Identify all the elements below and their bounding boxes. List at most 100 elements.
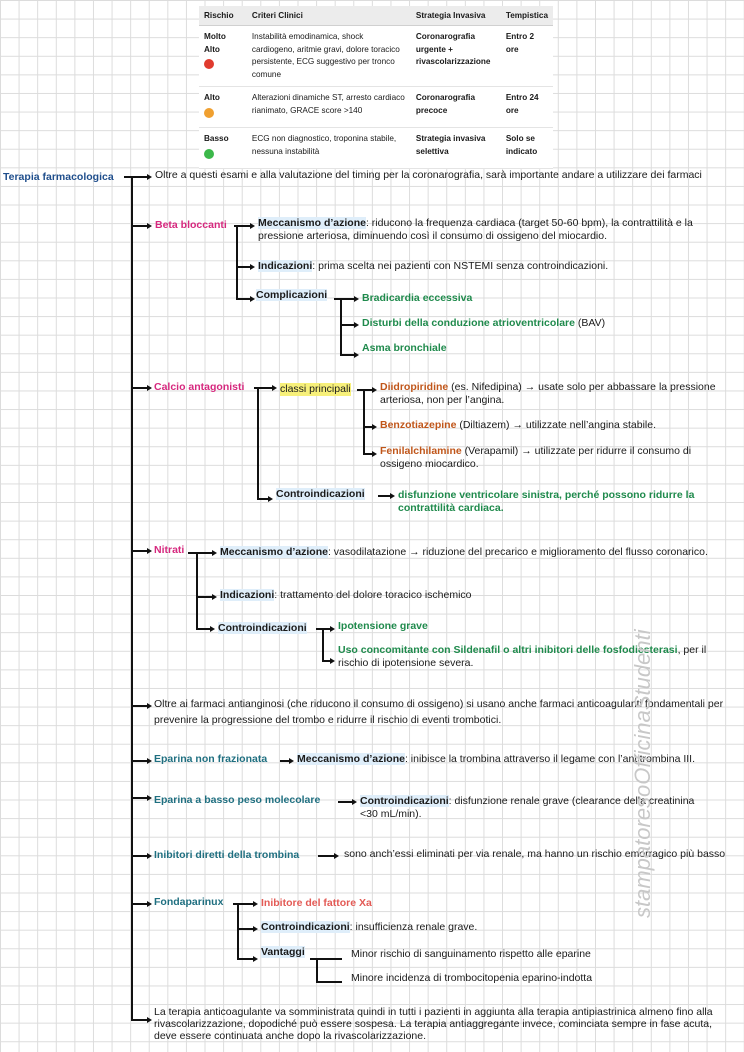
arrow-icon	[352, 798, 357, 805]
connector	[340, 298, 354, 300]
risk-level: Alto	[204, 93, 220, 102]
connector	[131, 550, 147, 552]
arrow-icon	[253, 955, 258, 962]
fonda-vant-label: Vantaggi	[261, 946, 305, 958]
beta-ind: Indicazioni: prima scelta nei pazienti c…	[258, 260, 728, 273]
connector	[340, 354, 354, 356]
eparina-nf-mech-label: Meccanismo d’azione	[297, 753, 405, 765]
connector	[310, 958, 316, 960]
eparina-nf-mech-text: : inibisce la trombina attraverso il leg…	[404, 753, 696, 765]
eparina-bpm-contra-label: Controindicazioni	[360, 795, 449, 807]
connector	[254, 387, 272, 389]
arrow-icon	[372, 386, 377, 393]
intro-text: Oltre a questi esami e alla valutazione …	[155, 169, 702, 181]
fonda-contra: Controindicazioni: insufficienza renale …	[261, 921, 661, 934]
anticoag-intro: Oltre ai farmaci antianginosi (che riduc…	[154, 698, 724, 726]
strategy-cell: Coronarografia precoce	[410, 86, 501, 128]
arrow-icon	[147, 222, 152, 229]
col-header: Tempistica	[500, 6, 553, 26]
root-title: Terapia farmacologica	[3, 171, 114, 183]
beta-comp-2-label: Disturbi della conduzione atrioventricol…	[362, 317, 575, 329]
connector	[233, 903, 238, 905]
connector	[196, 628, 210, 630]
inibitori-text: sono anch’essi eliminati per via renale,…	[344, 848, 726, 860]
connector	[316, 958, 342, 960]
connector	[237, 903, 253, 905]
branch-line	[257, 387, 259, 498]
risk-table: Rischio Criteri Clinici Strategia Invasi…	[199, 6, 553, 169]
connector	[124, 176, 132, 178]
arrow-icon	[147, 547, 152, 554]
watermark: stampatoresoOfficinaStudenti	[630, 629, 655, 918]
connector	[316, 628, 322, 630]
connector	[280, 760, 289, 762]
arrow-icon	[253, 925, 258, 932]
connector	[340, 324, 354, 326]
connector	[131, 705, 147, 707]
calcio-class-2-text: (Diltiazem) → utilizzate nell’angina sta…	[456, 419, 657, 431]
connector	[131, 176, 147, 178]
arrow-icon	[272, 384, 277, 391]
connector	[257, 498, 268, 500]
timing-cell: Solo se indicato	[500, 127, 553, 169]
green-dot-icon	[204, 148, 214, 159]
arrow-icon	[147, 757, 152, 764]
beta-ind-text: : prima scelta nei pazienti con NSTEMI s…	[312, 260, 609, 272]
eparina-bpm-contra: Controindicazioni: disfunzione renale gr…	[360, 795, 700, 821]
nitrati-contra-1: Ipotensione grave	[338, 620, 428, 632]
beta-title: Beta bloccanti	[155, 219, 227, 231]
arrow-icon	[372, 423, 377, 430]
arrow-icon	[354, 321, 359, 328]
nitrati-ind-label: Indicazioni	[220, 589, 275, 601]
arrow-icon	[250, 222, 255, 229]
nitrati-ind: Indicazioni: trattamento del dolore tora…	[220, 589, 720, 602]
timing-cell: Entro 24 ore	[500, 86, 553, 128]
connector	[334, 298, 340, 300]
connector	[363, 453, 372, 455]
arrow-icon	[147, 794, 152, 801]
connector	[131, 760, 147, 762]
strategy-cell: Strategia invasiva selettiva	[410, 127, 501, 169]
beta-comp-label: Complicazioni	[256, 289, 328, 301]
connector	[196, 552, 212, 554]
arrow-icon	[147, 702, 152, 709]
calcio-class-3-label: Fenilalchilamine	[380, 445, 462, 457]
arrow-icon	[372, 450, 377, 457]
connector	[236, 266, 250, 268]
nitrati-contra-2-label: Uso concomitante con Sildenafil o altri …	[338, 644, 678, 656]
branch-line	[196, 552, 198, 628]
branch-line	[236, 225, 238, 298]
connector	[196, 596, 212, 598]
connector	[322, 660, 330, 662]
connector	[363, 426, 372, 428]
arrow-icon	[334, 852, 339, 859]
arrow-icon	[253, 900, 258, 907]
beta-comp-2: Disturbi della conduzione atrioventricol…	[362, 317, 605, 330]
branch-line	[322, 628, 324, 660]
connector	[237, 928, 253, 930]
beta-comp-3: Asma bronchiale	[362, 342, 447, 354]
beta-mech-text: : riducono la frequenza cardiaca (target…	[258, 217, 693, 242]
main-trunk	[131, 176, 133, 1020]
fonda-vant-2: Minore incidenza di trombocitopenia epar…	[351, 972, 593, 984]
arrow-icon	[147, 384, 152, 391]
nitrati-mech-text: : vasodilatazione → riduzione del precar…	[327, 546, 708, 558]
arrow-icon	[250, 263, 255, 270]
fonda-vant-1: Minor rischio di sanguinamento rispetto …	[351, 948, 591, 960]
calcio-class-2-label: Benzotiazepine	[380, 419, 457, 431]
arrow-icon	[147, 1016, 152, 1023]
beta-comp: Complicazioni	[256, 289, 328, 302]
connector	[236, 298, 250, 300]
strategy-cell: Coronarografia urgente + rivascolarizzaz…	[410, 25, 501, 87]
connector	[188, 552, 196, 554]
beta-comp-2-suffix: (BAV)	[574, 317, 606, 329]
calcio-classes: classi principali	[280, 383, 351, 396]
arrow-icon	[250, 295, 255, 302]
connector	[363, 389, 372, 391]
nitrati-mech: Meccanismo d’azione: vasodilatazione → r…	[220, 546, 720, 559]
connector	[357, 389, 363, 391]
col-header: Strategia Invasiva	[410, 6, 501, 26]
calcio-contra-text: disfunzione ventricolare sinistra, perch…	[398, 489, 695, 514]
inibitori-title: Inibitori diretti della trombina	[154, 849, 300, 861]
arrow-icon	[390, 492, 395, 499]
